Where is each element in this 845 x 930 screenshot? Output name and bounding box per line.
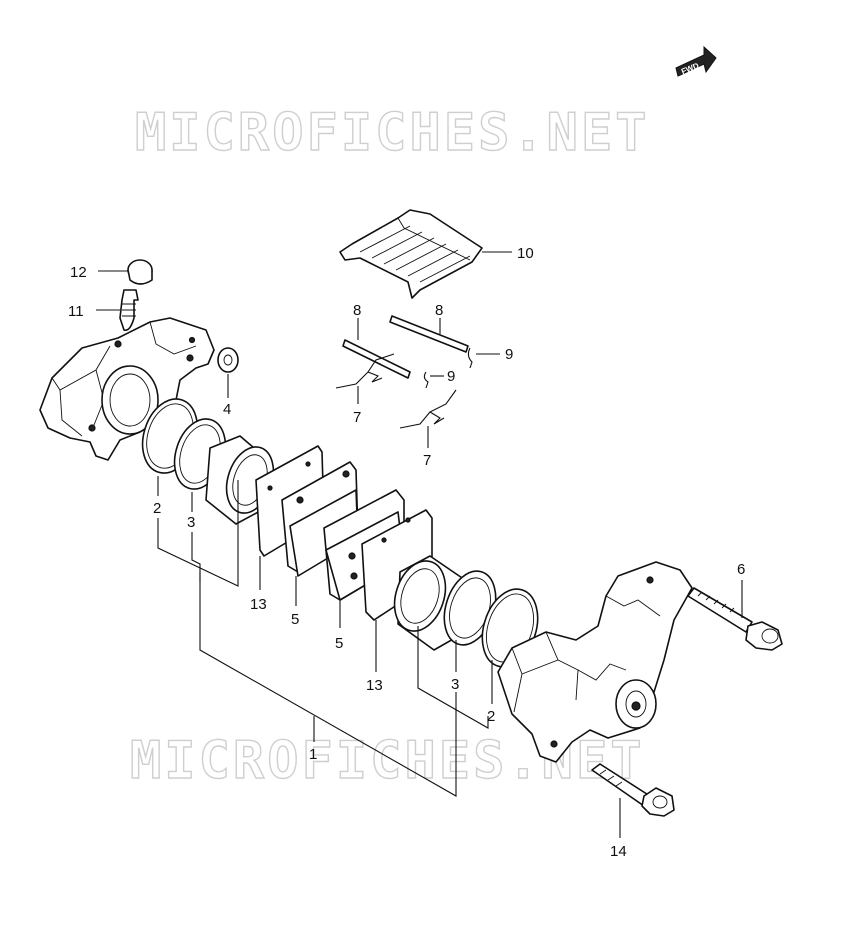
callout-13-right: 13 [366, 677, 383, 694]
caliper-half-left [39, 317, 215, 461]
callout-4: 4 [223, 401, 231, 418]
pad-spring-left [335, 353, 395, 389]
callout-13-left: 13 [250, 596, 267, 613]
callout-3-left: 3 [187, 514, 195, 531]
callout-2-right: 2 [487, 708, 495, 725]
callout-1: 1 [309, 746, 317, 763]
pad-pin-lower [342, 339, 411, 379]
callout-5-left: 5 [291, 611, 299, 628]
caliper-half-right [497, 561, 693, 763]
pad-cover-part [339, 209, 483, 299]
callout-6: 6 [737, 561, 745, 578]
callout-10: 10 [517, 245, 534, 262]
bleeder-cap-part [127, 259, 153, 285]
caliper-bolt-part [591, 763, 675, 817]
fwd-arrow-icon: FWD [675, 45, 717, 77]
pad-spring-right [399, 389, 457, 429]
callout-7-right: 7 [423, 452, 431, 469]
callout-14: 14 [610, 843, 627, 860]
mounting-bolt-part [687, 587, 783, 651]
callout-7-left: 7 [353, 409, 361, 426]
callout-5-right: 5 [335, 635, 343, 652]
bleeder-valve-part [119, 289, 139, 332]
pad-pin-upper [389, 315, 469, 353]
callout-9-right: 9 [505, 346, 513, 363]
fwd-label: FWD [680, 61, 700, 76]
callout-8-left: 8 [353, 302, 361, 319]
callout-9-left: 9 [447, 368, 455, 385]
pin-clip-right [467, 347, 473, 369]
pin-clip-left [423, 371, 429, 389]
callout-8-right: 8 [435, 302, 443, 319]
callout-12: 12 [70, 264, 87, 281]
washer-part [217, 347, 239, 373]
callout-2-left: 2 [153, 500, 161, 517]
callout-11: 11 [68, 303, 84, 320]
watermark-top: MICROFICHES.NET [135, 103, 650, 163]
callout-3-right: 3 [451, 676, 459, 693]
